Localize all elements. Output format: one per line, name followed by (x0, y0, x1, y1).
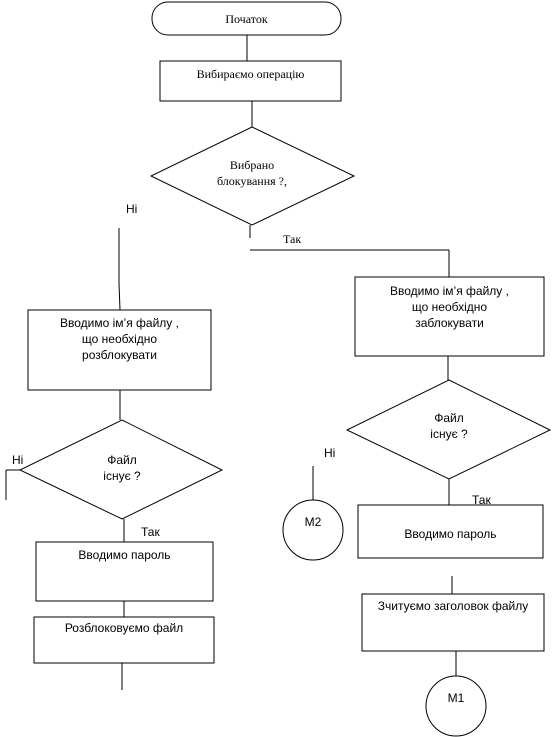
read-header-box (361, 593, 545, 652)
password-left-label: Вводимо пароль (78, 548, 171, 562)
branch-yes-top: Так (283, 232, 302, 246)
block-selected-label: Вибрано блокування ?, (217, 158, 287, 188)
file-exists-right-label: Файл існує ? (430, 411, 468, 441)
connector-m2-label: М2 (304, 515, 322, 529)
flow-line (118, 282, 121, 311)
flow-lines (5, 35, 457, 690)
file-exists-left-label: Файл існує ? (103, 453, 141, 483)
branch-yes-right: Так (472, 493, 491, 507)
password-right-box (357, 504, 544, 559)
branch-no-left: Ні (12, 453, 24, 467)
password-right-label: Вводимо пароль (404, 527, 497, 541)
connector-m1-label: М1 (447, 691, 465, 705)
unblock-file-label: Розблоковуємо файл (64, 621, 184, 635)
branch-no-top: Ні (126, 202, 138, 216)
choose-operation-box (159, 60, 342, 102)
choose-operation-label: Вибираємо операцію (196, 67, 305, 81)
file-exists-left-decision (18, 419, 224, 520)
start-label: Початок (225, 12, 268, 26)
enter-name-block-label: Вводимо ім’я файлу , що необхідно заблок… (390, 284, 509, 330)
connector-m2 (282, 499, 344, 561)
connector-m1 (425, 675, 487, 737)
branch-yes-left: Так (141, 525, 160, 539)
enter-name-unblock-label: Вводимо ім’я файлу , що необхідно розбло… (60, 316, 179, 362)
read-header-label: Зчитуємо заголовок файлу (377, 599, 529, 613)
block-selected-decision (149, 126, 356, 226)
branch-no-right: Ні (324, 446, 336, 460)
